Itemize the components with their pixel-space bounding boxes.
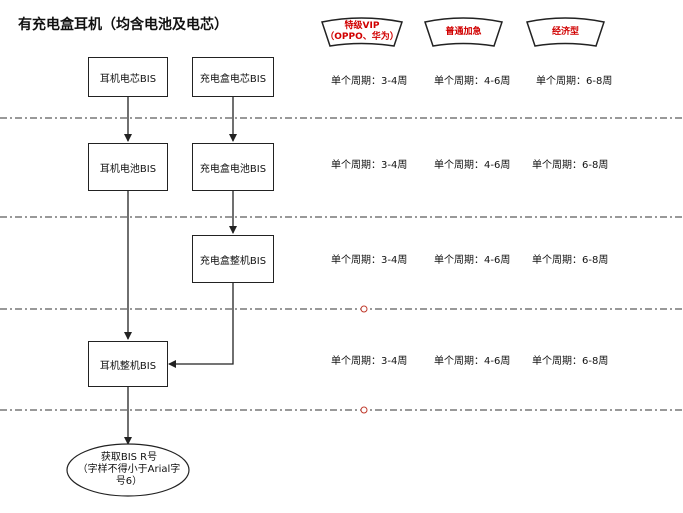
page-title: 有充电盒耳机（均含电池及电芯）	[18, 17, 228, 33]
separator-marker-2	[360, 406, 368, 414]
tier-vip-line1: 特级VIP	[344, 21, 380, 31]
separator-marker-1	[360, 305, 368, 313]
node-earphone-cell: 耳机电芯BIS	[88, 57, 168, 97]
cycle-row3-economy: 单个周期：6-8周	[532, 255, 609, 266]
node-earphone-complete: 耳机整机BIS	[88, 341, 168, 387]
final-line1: 获取BIS R号	[100, 452, 158, 463]
cycle-row2-rush: 单个周期：4-6周	[434, 160, 511, 171]
tier-label-vip: 特级VIP （OPPO、华为）	[322, 21, 402, 43]
node-earphone-battery: 耳机电池BIS	[88, 143, 168, 191]
cycle-row4-economy: 单个周期：6-8周	[532, 356, 609, 367]
cycle-row4-vip: 单个周期：3-4周	[331, 356, 408, 367]
cycle-row2-vip: 单个周期：3-4周	[331, 160, 408, 171]
cycle-row4-rush: 单个周期：4-6周	[434, 356, 511, 367]
tier-label-rush: 普通加急	[445, 27, 482, 37]
tier-banner-vip	[321, 17, 403, 47]
tier-banner-rush	[424, 17, 503, 47]
cycle-row3-rush: 单个周期：4-6周	[434, 255, 511, 266]
tier-banner-economy	[526, 17, 605, 47]
final-line2: （字样不得小于Arial字	[77, 464, 181, 475]
cycle-row1-vip: 单个周期：3-4周	[331, 76, 408, 87]
final-line3: 号6）	[115, 476, 143, 487]
arrow-case-complete-to-complete	[168, 283, 234, 368]
cycle-row2-economy: 单个周期：6-8周	[532, 160, 609, 171]
tier-vip-line2: （OPPO、华为）	[325, 32, 399, 42]
cycle-row1-rush: 单个周期：4-6周	[434, 76, 511, 87]
tier-label-economy: 经济型	[551, 27, 579, 37]
cycle-row1-economy: 单个周期：6-8周	[536, 76, 613, 87]
final-node-oval	[66, 443, 190, 497]
node-final: 获取BIS R号 （字样不得小于Arial字 号6）	[68, 452, 190, 488]
node-case-battery: 充电盒电池BIS	[192, 143, 274, 191]
cycle-row3-vip: 单个周期：3-4周	[331, 255, 408, 266]
node-case-complete: 充电盒整机BIS	[192, 235, 274, 283]
node-case-cell: 充电盒电芯BIS	[192, 57, 274, 97]
